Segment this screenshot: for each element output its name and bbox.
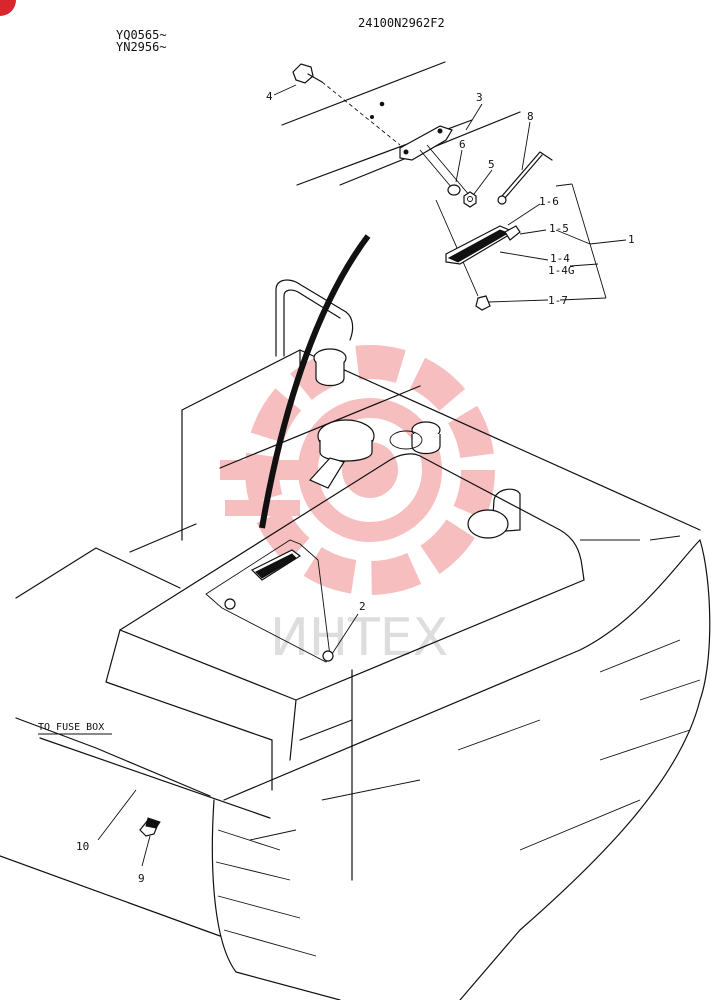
fuse-box-note: TO FUSE BOX — [38, 722, 104, 733]
callout-10: 10 — [76, 840, 89, 853]
callout-1-4g: 1-4G — [548, 264, 575, 277]
serial-range-2: YN2956~ — [116, 40, 167, 54]
callout-2: 3 — [476, 91, 483, 104]
washer-6 — [447, 184, 461, 196]
access-panel — [205, 539, 331, 663]
exploded-parts — [281, 61, 627, 311]
machine-body — [0, 234, 711, 1001]
bolt-3a — [224, 598, 236, 610]
filler-cap-right — [389, 421, 441, 455]
leader-lines — [97, 84, 607, 867]
callout-9: 8 — [527, 110, 534, 123]
callout-8: 9 — [138, 872, 145, 885]
counterweight — [211, 799, 341, 1001]
bolt-4 — [292, 63, 323, 84]
clip-8 — [139, 817, 161, 837]
rod-9 — [497, 151, 553, 205]
watermark-logo — [220, 345, 495, 595]
filler-cap-left — [313, 348, 347, 387]
callout-1: 1 — [628, 233, 635, 246]
cable — [259, 234, 371, 529]
callout-1-7: 1-7 — [548, 294, 568, 307]
callout-6: 6 — [459, 138, 466, 151]
bolt-3b — [322, 650, 334, 662]
callout-labels: 4 3 8 6 5 1-6 1-5 1 1-4 1-4G 1-7 2 10 9 — [76, 90, 635, 885]
nut-5 — [463, 191, 477, 208]
callout-1-4: 1-4 — [550, 252, 570, 265]
exhaust-stack — [467, 488, 521, 539]
callout-1-5: 1-5 — [549, 222, 569, 235]
lock-assembly-1 — [435, 199, 521, 311]
corner-badge — [0, 0, 16, 16]
callout-3: 2 — [359, 600, 366, 613]
watermark-text: ИНТЕХ — [270, 608, 448, 668]
serial-range-1: YQ0565~ — [116, 28, 167, 42]
latch-handle — [250, 549, 302, 581]
bolt-1-7 — [475, 295, 491, 311]
callout-1-6: 1-6 — [539, 195, 559, 208]
filler-cap-center — [308, 419, 375, 489]
callout-5: 5 — [488, 158, 495, 171]
drawing-code: 24100N2962F2 — [358, 16, 445, 30]
bracket-2 — [399, 125, 453, 161]
callout-4: 4 — [266, 90, 273, 103]
